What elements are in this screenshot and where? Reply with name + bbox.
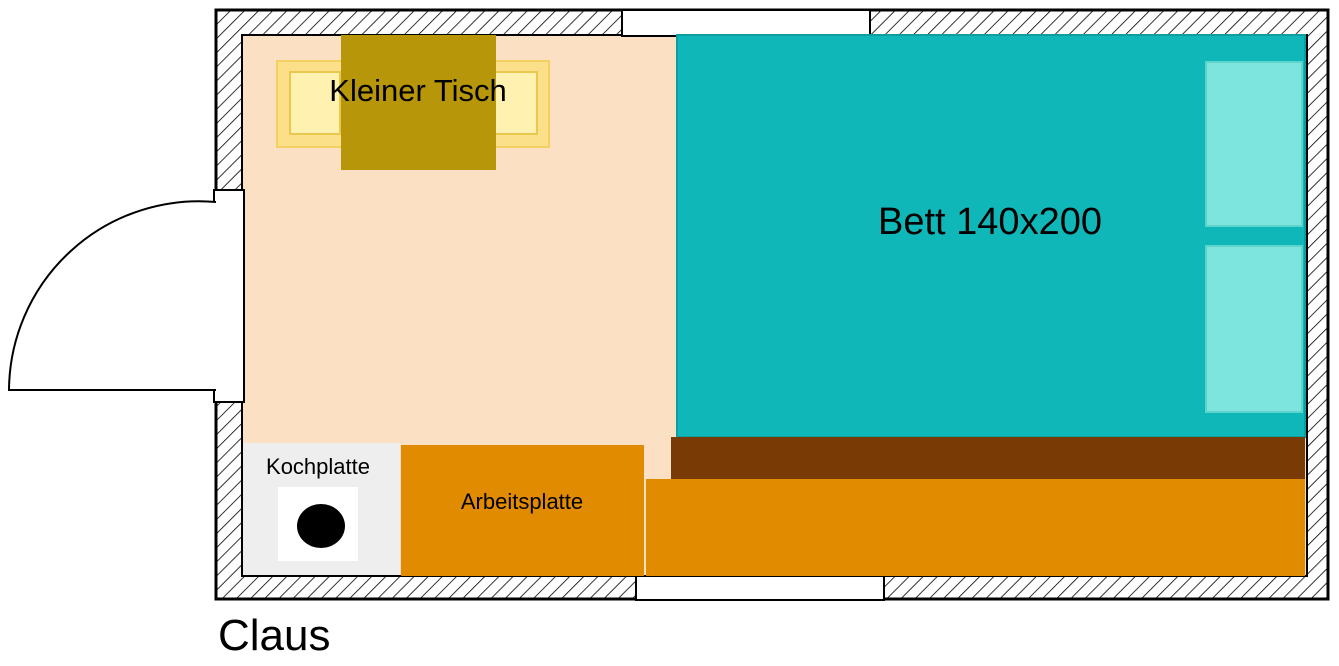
- pillow-bottom: [1205, 245, 1303, 413]
- bed-group: Bett 140x200: [676, 34, 1306, 438]
- small-table-group: Kleiner Tisch: [276, 35, 550, 170]
- stove-label: Kochplatte: [266, 454, 370, 479]
- counter-long: [646, 479, 1305, 576]
- window-bottom: [635, 575, 885, 601]
- bed-label: Bett 140x200: [878, 201, 1102, 243]
- small-table: [341, 35, 496, 170]
- door-opening: [213, 189, 245, 403]
- owner-label: Claus: [218, 611, 331, 660]
- shelf: [671, 437, 1305, 479]
- chair-left-seat: [289, 71, 341, 135]
- bed: [676, 34, 1306, 438]
- work-counter: [401, 445, 644, 576]
- pillow-top: [1205, 61, 1303, 227]
- door-swing: [7, 200, 217, 391]
- work-counter-label: Arbeitsplatte: [461, 489, 583, 514]
- stove-group: Kochplatte: [243, 443, 400, 575]
- small-table-label: Kleiner Tisch: [329, 73, 506, 108]
- chair-right-seat: [494, 71, 538, 135]
- hotplate-icon: [297, 504, 345, 548]
- work-counter-group: Arbeitsplatte: [401, 445, 644, 576]
- window-top: [621, 9, 871, 37]
